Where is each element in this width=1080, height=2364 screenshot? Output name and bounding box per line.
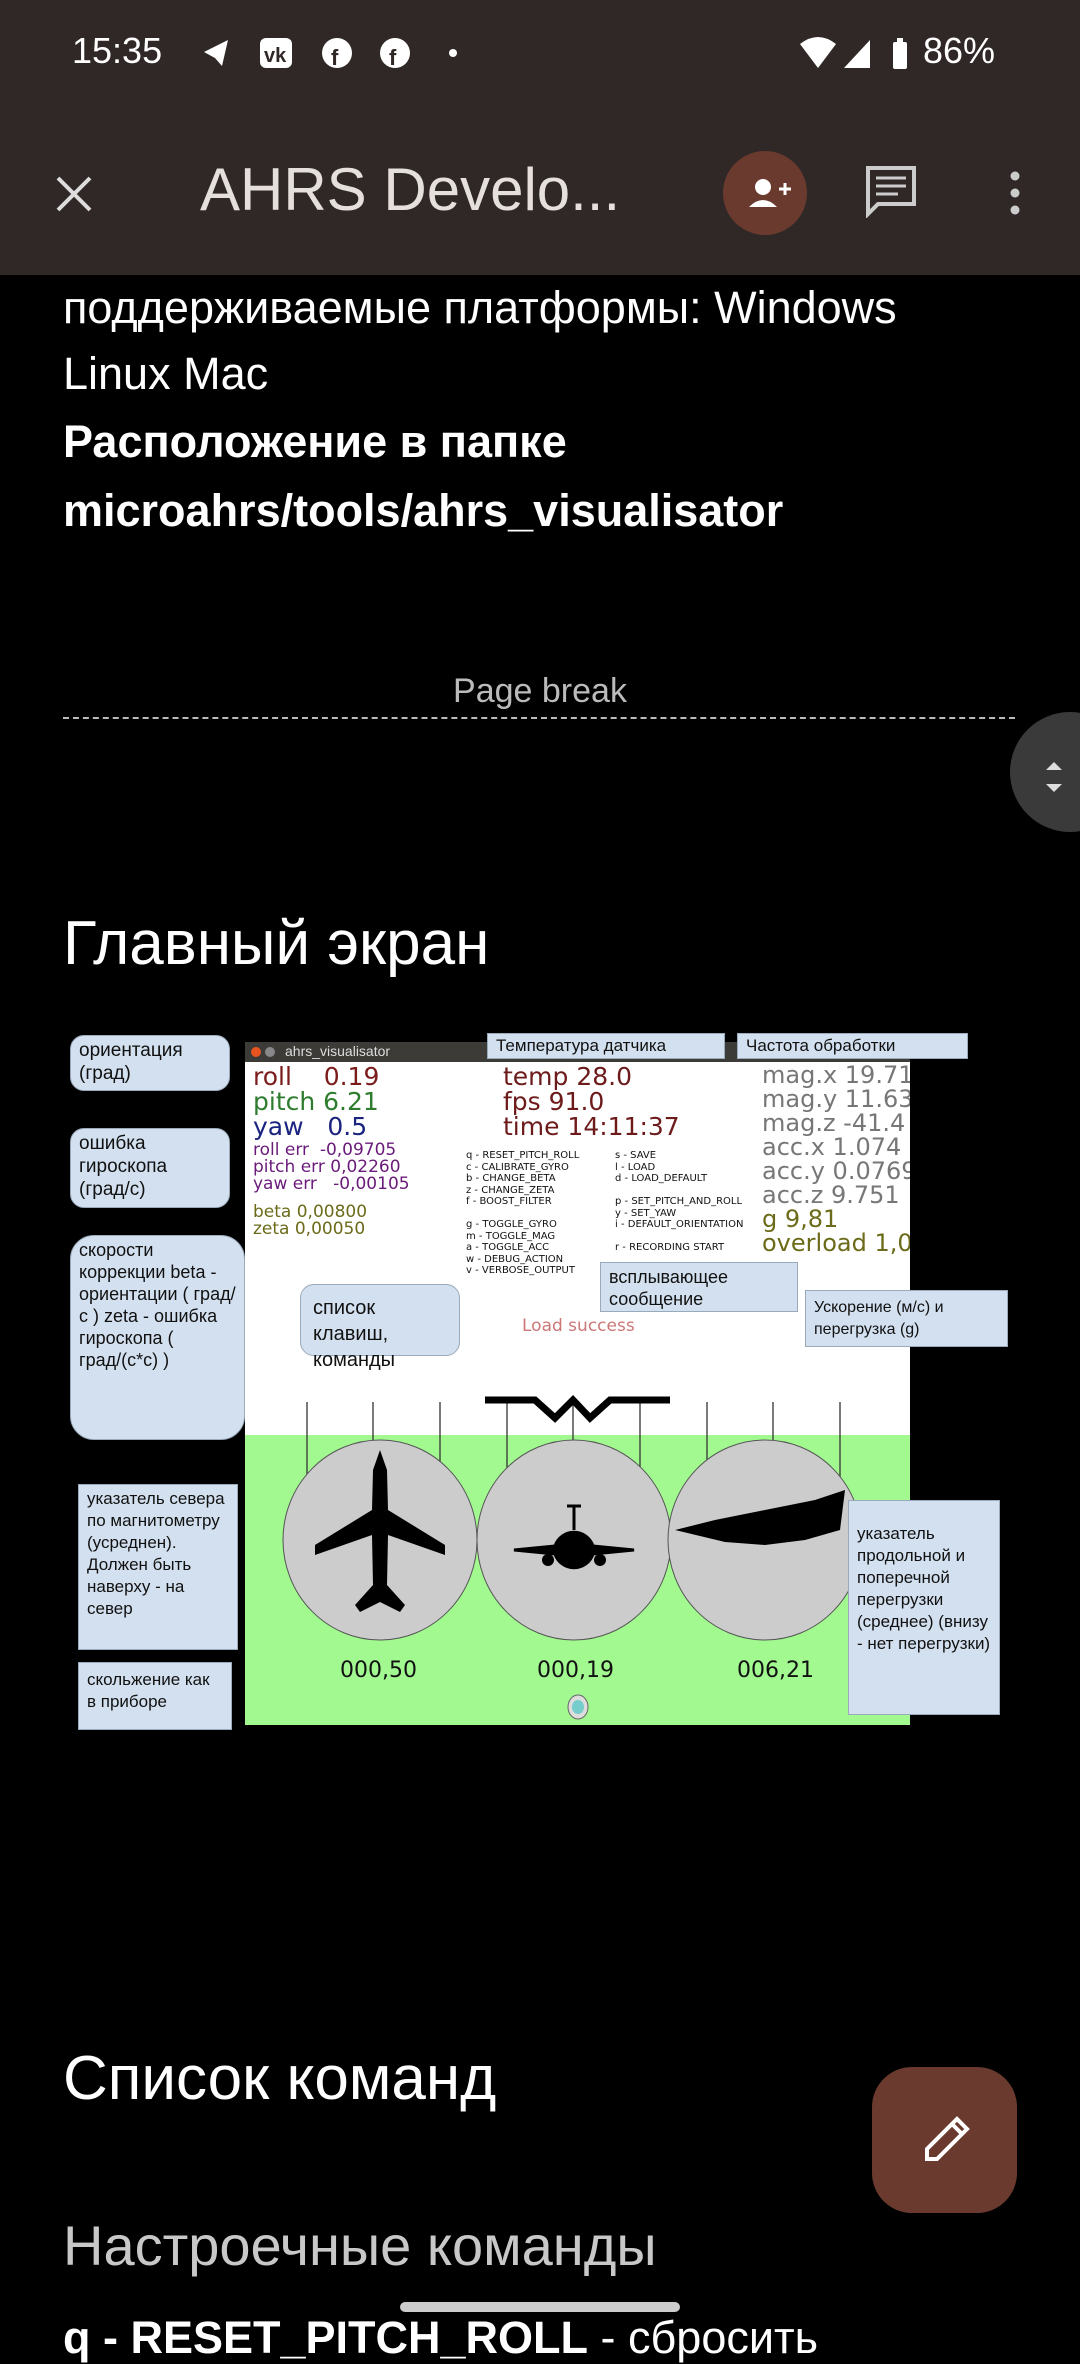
comment-icon[interactable]	[864, 164, 918, 218]
notification-icons: vk f f	[204, 38, 457, 68]
window-title: ahrs_visualisator	[285, 1043, 391, 1059]
acc-x-value: acc.x 1.074	[762, 1133, 902, 1161]
roll-err-value: roll err -0,09705	[253, 1140, 397, 1160]
yaw-value: yaw 0.5	[253, 1112, 368, 1141]
pitch-value: pitch 6.21	[253, 1087, 379, 1116]
mag-x-value: mag.x 19.71	[762, 1063, 910, 1089]
callout-temperature: Температура датчика	[487, 1033, 725, 1059]
acc-y-value: acc.y 0.0769	[762, 1157, 910, 1185]
page-break-divider	[63, 717, 1015, 719]
dot-icon	[449, 49, 457, 57]
facebook-icon	[380, 38, 410, 68]
key-command-list: q - RESET_PITCH_ROLL c - CALIBRATE_GYRO …	[466, 1150, 580, 1276]
mag-y-value: mag.y 11.63	[762, 1085, 910, 1113]
pitch-err-value: pitch err 0,02260	[253, 1157, 401, 1177]
callout-frequency: Частота обработки	[737, 1033, 968, 1059]
command-description: - сбросить	[588, 2312, 819, 2363]
gesture-bar[interactable]	[400, 2302, 680, 2312]
battery-level: 86%	[923, 30, 996, 71]
scroll-arrows-icon	[1046, 762, 1062, 792]
mag-z-value: mag.z -41.4	[762, 1109, 906, 1137]
airplane-front-icon	[513, 1504, 635, 1570]
doc-title: AHRS Develo...	[200, 156, 621, 223]
overload-value: overload 1,0	[762, 1229, 910, 1257]
yaw-err-value: yaw err -0,00105	[253, 1174, 410, 1194]
callout-orientation: ориентация (град)	[70, 1035, 230, 1091]
dial-value: 000,50	[340, 1658, 417, 1683]
callout-correction-speeds: скорости коррекции beta - ориентации ( г…	[70, 1235, 245, 1440]
command-key: q - RESET_PITCH_ROLL	[63, 2312, 589, 2363]
status-column: temp 28.0 fps 91.0 time 14:11:37	[503, 1064, 680, 1139]
callout-gyro-error: ошибка гироскопа (град/с)	[70, 1128, 230, 1208]
clock: 15:35	[72, 30, 163, 71]
callout-overload: указатель продольной и поперечной перегр…	[848, 1500, 1000, 1715]
temp-value: temp 28.0	[503, 1062, 633, 1091]
error-column: roll err -0,09705 pitch err 0,02260 yaw …	[253, 1142, 410, 1193]
callout-popup: всплывающее сообщение	[600, 1262, 798, 1312]
wifi-icon	[800, 37, 836, 68]
instrument-graphics	[282, 1394, 863, 1720]
slip-ball-icon	[572, 1700, 584, 1714]
command-line: q - RESET_PITCH_ROLL - сбросить	[63, 2312, 818, 2364]
visualizer-white-panel	[245, 1062, 910, 1435]
zeta-value: zeta 0,00050	[253, 1219, 366, 1239]
svg-text:vk: vk	[264, 45, 287, 67]
key-command-list: s - SAVE l - LOAD d - LOAD_DEFAULT p - S…	[615, 1150, 744, 1253]
telegram-icon	[204, 40, 228, 66]
orientation-column: roll 0.19 pitch 6.21 yaw 0.5	[253, 1064, 379, 1139]
status-bar: 15:35 vk f f 86%	[0, 0, 1080, 100]
callout-acceleration: Ускорение (м/с) и перегрузка (g)	[805, 1290, 1008, 1347]
close-icon[interactable]	[52, 172, 96, 216]
callout-north-pointer: указатель севера по магнитометру (усредн…	[78, 1484, 238, 1650]
dial-value: 006,21	[737, 1658, 814, 1683]
dial-value: 000,19	[537, 1658, 614, 1683]
share-button[interactable]	[723, 151, 807, 235]
attitude-indicator-icon	[485, 1394, 670, 1423]
more-vert-icon[interactable]	[1005, 168, 1025, 218]
roll-value: roll 0.19	[253, 1062, 380, 1091]
scroll-handle[interactable]	[1010, 712, 1080, 832]
app-bar: AHRS Develo...	[0, 100, 1080, 275]
popup-message: Load success	[522, 1316, 635, 1336]
heading-main-screen: Главный экран	[63, 909, 490, 978]
system-icons	[800, 37, 907, 69]
doc-text: Linux Mac	[63, 348, 269, 399]
doc-text-bold: Расположение в папке	[63, 416, 567, 467]
visualizer-green-panel	[245, 1435, 910, 1725]
pencil-icon	[925, 2116, 970, 2161]
acc-z-value: acc.z 9.751	[762, 1181, 900, 1209]
filter-column: beta 0,00800 zeta 0,00050	[253, 1204, 367, 1238]
svg-text:f: f	[389, 45, 397, 68]
heading-command-list: Список команд	[63, 2044, 497, 2113]
time-value: time 14:11:37	[503, 1112, 680, 1141]
facebook-icon	[322, 38, 352, 68]
svg-text:f: f	[331, 45, 339, 68]
vk-icon	[260, 38, 292, 68]
doc-text-bold: microahrs/tools/ahrs_visualisator	[63, 485, 784, 536]
fps-value: fps 91.0	[503, 1087, 605, 1116]
doc-text: поддерживаемые платформы: Windows	[63, 282, 897, 333]
subheading-setup-commands: Настроечные команды	[63, 2214, 657, 2277]
battery-icon	[893, 42, 907, 69]
window-titlebar: ahrs_visualisator	[245, 1042, 910, 1062]
airplane-top-icon	[315, 1450, 445, 1612]
callout-slip: скольжение как в приборе	[78, 1662, 232, 1730]
edit-fab[interactable]	[872, 2067, 1017, 2213]
page-break-label: Page break	[453, 672, 627, 710]
airplane-side-icon	[675, 1490, 845, 1545]
g-value: g 9,81	[762, 1205, 839, 1233]
sensor-column: mag.x 19.71 mag.y 11.63 mag.z -41.4 acc.…	[762, 1063, 910, 1263]
add-person-icon	[749, 179, 791, 207]
signal-icon	[844, 40, 870, 68]
beta-value: beta 0,00800	[253, 1202, 368, 1222]
callout-keys: список клавиш, команды	[300, 1284, 460, 1371]
